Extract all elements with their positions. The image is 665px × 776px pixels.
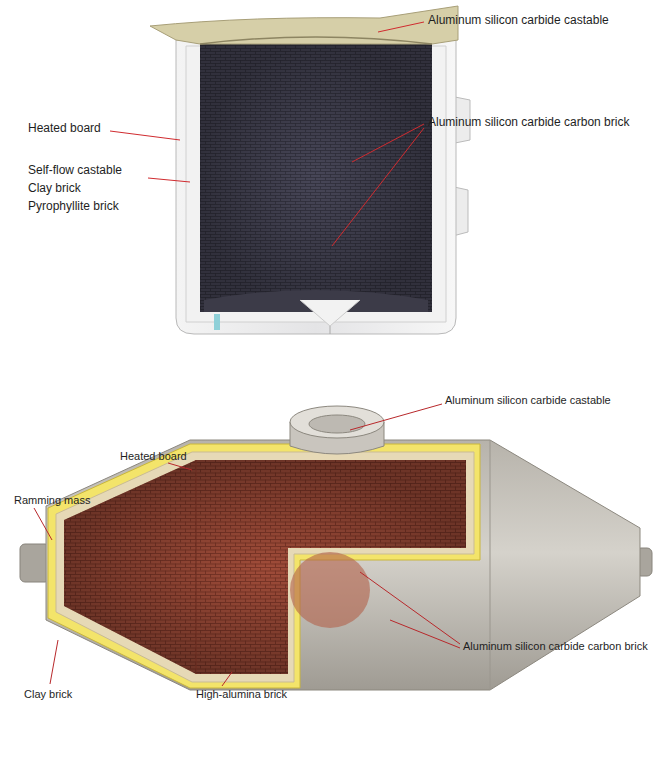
part-label: Pyrophyllite brick — [28, 200, 119, 214]
part-label: Heated board — [28, 122, 101, 136]
part-label: Aluminum silicon carbide castable — [428, 14, 609, 28]
part-label: Aluminum silicon carbide carbon brick — [428, 116, 629, 130]
part-label: Heated board — [120, 450, 187, 463]
part-label: Ramming mass — [14, 494, 90, 507]
part-label: Aluminum silicon carbide carbon brick — [463, 640, 648, 653]
part-label: Clay brick — [28, 182, 81, 196]
part-label: High-alumina brick — [196, 688, 287, 701]
part-label: Aluminum silicon carbide castable — [445, 394, 611, 407]
part-label: Self-flow castable — [28, 164, 122, 178]
part-label: Clay brick — [24, 688, 72, 701]
